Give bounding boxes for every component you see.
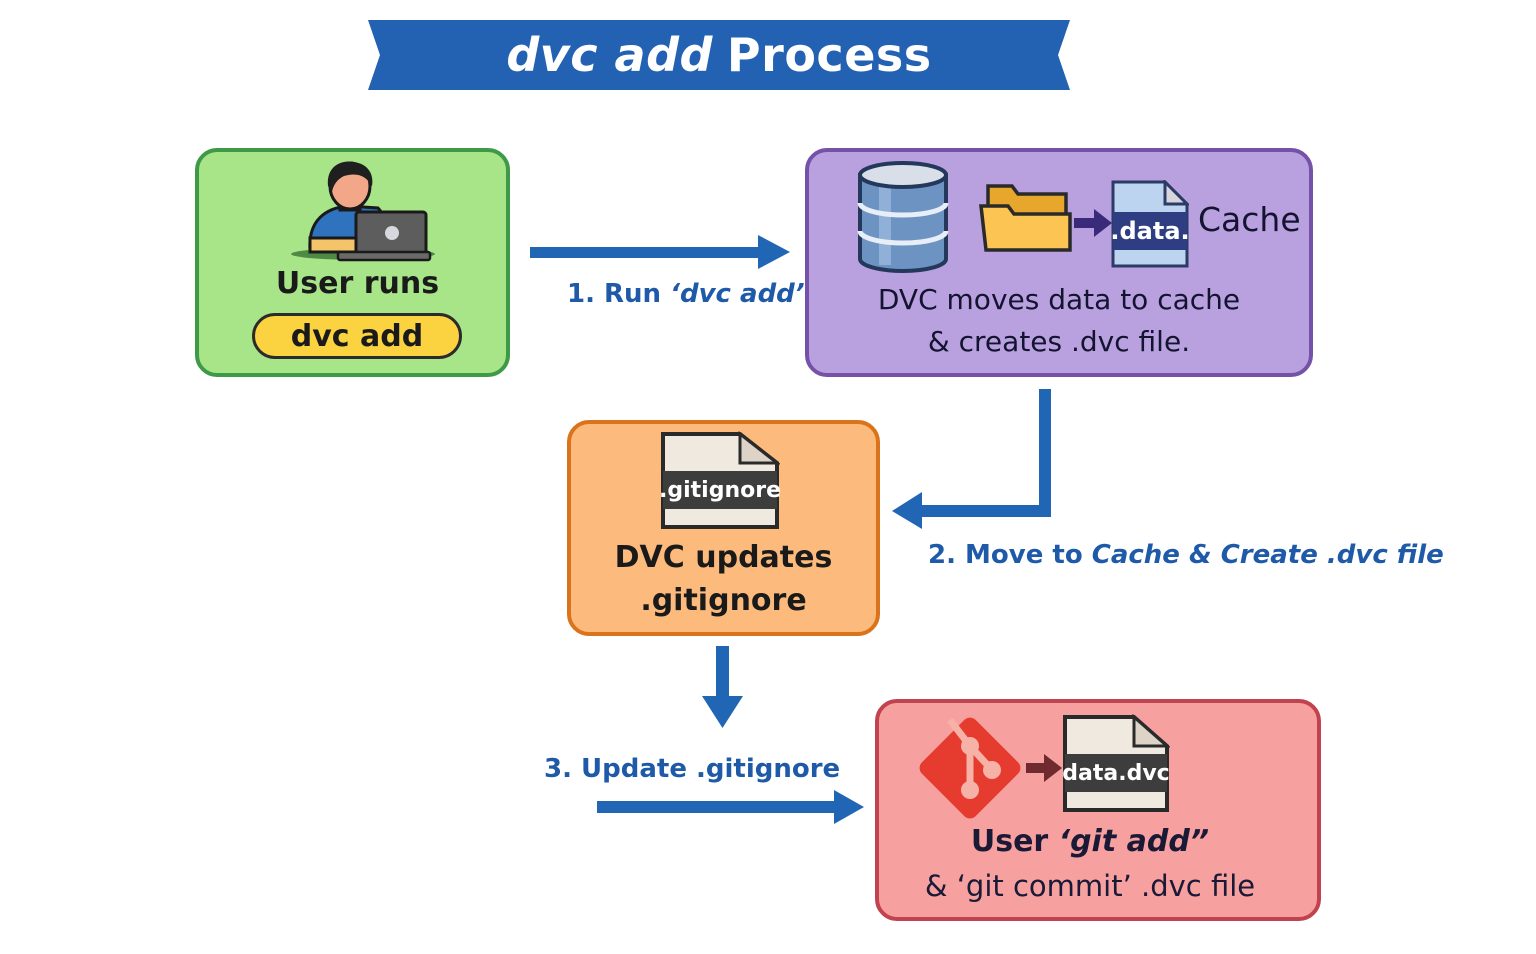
cache-description-line2: & creates .dvc file. bbox=[927, 325, 1191, 358]
edge-label-2-italic: Cache & Create .dvc file bbox=[1091, 540, 1444, 570]
user-runs-label: User runs bbox=[275, 266, 440, 301]
arrow-step-3-down bbox=[702, 646, 743, 728]
edge-label-1-italic: ‘dvc add’ bbox=[670, 279, 805, 309]
title-banner: dvc add Process bbox=[366, 18, 1072, 92]
dvc-file-label: data.dvc bbox=[1062, 760, 1170, 786]
edge-label-1: 1. Run ‘dvc add’ bbox=[567, 279, 805, 309]
gitignore-description-line2: .gitignore bbox=[640, 583, 807, 618]
git-description-line1: User ‘git add” bbox=[875, 824, 1305, 859]
arrow-right-icon bbox=[1074, 209, 1112, 237]
git-logo-icon bbox=[919, 717, 1021, 819]
edge-label-2-prefix: 2. Move to bbox=[928, 540, 1092, 570]
folder-icon bbox=[979, 184, 1072, 252]
banner-shape bbox=[368, 20, 1070, 90]
dvc-file-icon bbox=[1063, 714, 1170, 812]
gitignore-file-label: .gitignore bbox=[659, 477, 781, 503]
user-at-laptop-icon bbox=[291, 161, 435, 262]
arrow-step-2 bbox=[892, 389, 1051, 529]
data-file-icon bbox=[1111, 180, 1189, 268]
data-file-label: .data. bbox=[1110, 217, 1190, 245]
arrow-right-icon bbox=[1026, 754, 1062, 782]
title-italic: dvc add bbox=[506, 28, 713, 82]
arrow-step-1 bbox=[530, 235, 790, 269]
edge-label-3: 3. Update .gitignore bbox=[544, 754, 840, 784]
database-icon bbox=[857, 161, 949, 273]
git-line1-quoted: ‘git add” bbox=[1058, 824, 1210, 859]
page-title: dvc add Process bbox=[366, 18, 1072, 92]
gitignore-description-line1: DVC updates bbox=[614, 540, 833, 575]
git-line1-prefix: User bbox=[970, 824, 1059, 859]
gitignore-file-icon bbox=[661, 431, 780, 529]
command-pill: dvc add bbox=[252, 313, 462, 359]
git-description-line2: & ‘git commit’ .dvc file bbox=[924, 869, 1256, 903]
edge-label-1-prefix: 1. Run bbox=[567, 279, 671, 309]
cache-description-line1: DVC moves data to cache bbox=[877, 283, 1241, 316]
edge-label-3-prefix: 3. Update .gitignore bbox=[544, 754, 841, 784]
title-regular: Process bbox=[726, 28, 932, 82]
edge-label-2: 2. Move to Cache & Create .dvc file bbox=[928, 540, 1444, 570]
cache-label: Cache bbox=[1198, 200, 1301, 239]
arrow-step-3-right bbox=[597, 790, 864, 824]
